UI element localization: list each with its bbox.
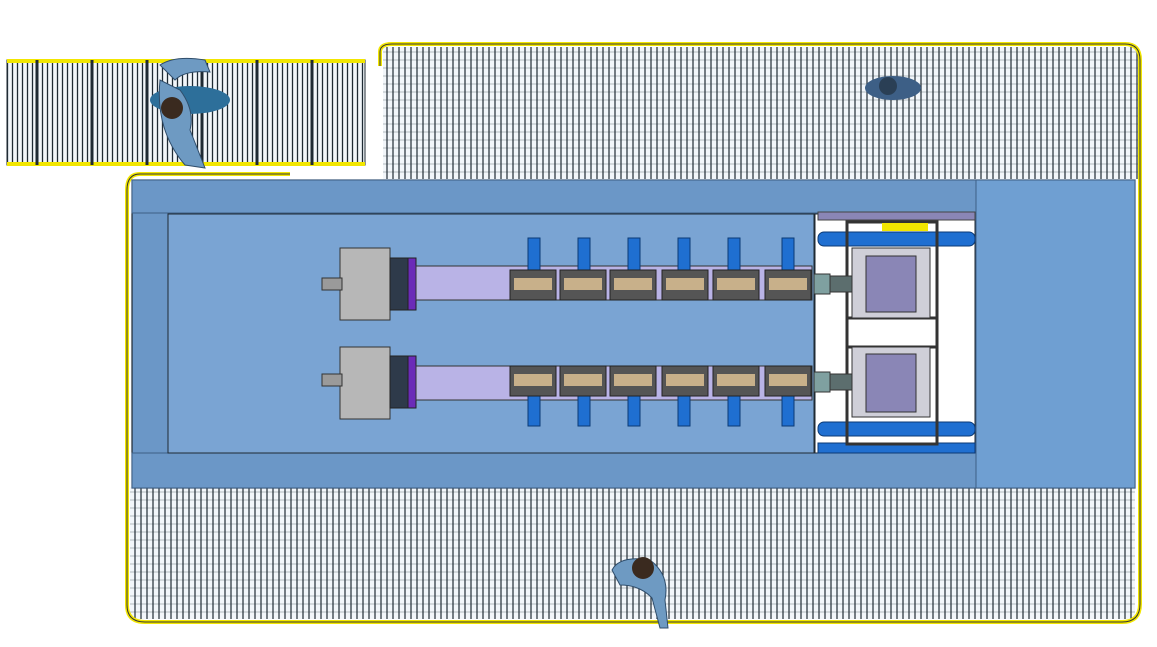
motor-upper (339, 247, 391, 321)
person-stairs (150, 57, 230, 169)
shaft-line-upper (321, 237, 853, 321)
person-upper-walkway (865, 76, 921, 100)
motor-lower (339, 346, 391, 420)
hydraulic-units (817, 211, 976, 454)
shaft-line-lower (321, 346, 853, 427)
upper-walkway (378, 42, 1142, 180)
lower-walkway (130, 487, 1135, 619)
person-lower-walkway (611, 557, 669, 629)
main-frame (131, 179, 1136, 489)
